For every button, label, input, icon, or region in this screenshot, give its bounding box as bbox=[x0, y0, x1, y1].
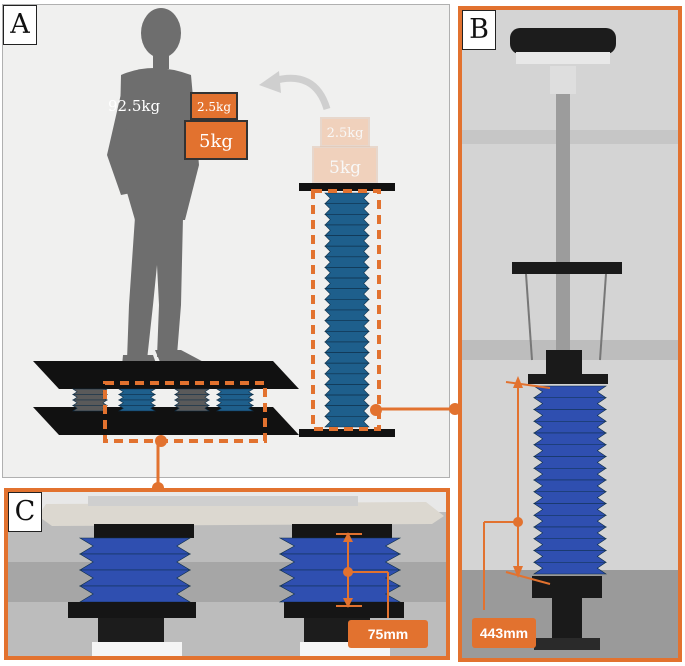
column-bellows-pleat bbox=[324, 224, 370, 236]
module-height-label: 75mm bbox=[348, 620, 428, 648]
column-bellows-pleat bbox=[324, 352, 370, 364]
rig-bellows-pleat bbox=[533, 491, 607, 504]
rig-bellows-pleat bbox=[533, 432, 607, 446]
left-module-pleat bbox=[78, 569, 192, 587]
column-bellows-pleat bbox=[324, 288, 370, 300]
column-bellows-pleat bbox=[324, 394, 370, 407]
blue-bellows-pleat bbox=[117, 388, 157, 395]
column-bellows-pleat bbox=[324, 362, 370, 375]
right-module-pleat bbox=[278, 553, 402, 571]
blue-bellows-pleat bbox=[117, 399, 157, 406]
gray-bellows-pleat bbox=[72, 399, 108, 406]
blue-bellows-pleat bbox=[215, 399, 255, 406]
blue-bellows-pleat bbox=[117, 405, 157, 412]
held-weight-large: 5kg bbox=[184, 120, 248, 160]
svg-text:5kg: 5kg bbox=[329, 158, 361, 178]
left-module-pleat bbox=[78, 585, 192, 603]
panel-c-letter: C bbox=[8, 492, 42, 532]
column-bellows-pleat bbox=[324, 203, 370, 215]
rig-bellows-pleat bbox=[533, 479, 607, 493]
svg-text:5kg: 5kg bbox=[199, 131, 233, 152]
blue-bellows-pleat bbox=[215, 394, 255, 401]
rig-bellows-pleat bbox=[533, 514, 607, 528]
gray-bellows-pleat bbox=[174, 405, 210, 412]
curved-arrow bbox=[272, 74, 331, 111]
faded-weight-large: 5kg bbox=[312, 146, 378, 184]
rig-bellows-pleat bbox=[533, 467, 607, 481]
column-bellows-pleat bbox=[324, 330, 370, 343]
test-rig-photo bbox=[462, 10, 678, 658]
held-weight-small: 2.5kg bbox=[190, 92, 238, 120]
svg-text:2.5kg: 2.5kg bbox=[197, 100, 231, 114]
panel-a-letter: A bbox=[3, 5, 37, 45]
rig-bellows-pleat bbox=[533, 561, 607, 575]
rig-bellows-pleat bbox=[533, 420, 607, 434]
column-bellows-pleat bbox=[324, 416, 370, 428]
panel-b: B 443mm bbox=[458, 6, 682, 662]
rig-bellows-pleat bbox=[533, 538, 607, 551]
person-silhouette bbox=[107, 8, 213, 377]
column-bellows-pleat bbox=[324, 235, 370, 247]
panel-b-letter: B bbox=[462, 10, 496, 50]
column-bellows-pleat bbox=[324, 277, 370, 290]
blue-bellows-pleat bbox=[215, 405, 255, 412]
rig-bellows-pleat bbox=[533, 397, 607, 410]
blue-bellows-pleat bbox=[215, 388, 255, 395]
platform-module bbox=[33, 361, 299, 447]
column-bellows-pleat bbox=[324, 192, 370, 204]
rig-bellows-pleat bbox=[533, 550, 607, 563]
column-bellows-pleat bbox=[324, 341, 370, 353]
column-bellows-pleat bbox=[324, 405, 370, 417]
gray-bellows-pleat bbox=[72, 388, 108, 395]
rig-bellows-pleat bbox=[533, 526, 607, 540]
column-bellows-pleat bbox=[324, 309, 370, 321]
gray-bellows-pleat bbox=[72, 405, 108, 412]
gray-bellows-pleat bbox=[174, 399, 210, 406]
rig-bellows-pleat bbox=[533, 456, 607, 469]
left-module-pleat bbox=[78, 537, 192, 555]
column-bellows-pleat bbox=[324, 299, 370, 311]
connector-a-to-b bbox=[376, 403, 461, 415]
arrow-head-icon bbox=[259, 71, 281, 93]
gray-bellows-pleat bbox=[174, 388, 210, 395]
gray-bellows-pleat bbox=[72, 394, 108, 401]
rig-bellows-pleat bbox=[533, 444, 607, 457]
panel-a-illustration: 92.5kg 2.5kg 5kg 2.5kg 5kg bbox=[33, 8, 395, 447]
column-bellows-pleat bbox=[324, 384, 370, 396]
blue-bellows-pleat bbox=[117, 394, 157, 401]
rig-bellows-pleat bbox=[533, 503, 607, 516]
column-bellows-pleat bbox=[324, 320, 370, 332]
column-bellows-pleat bbox=[324, 256, 370, 268]
panel-a: A 92.5kg 2.5kg 5kg 2.5kg bbox=[2, 4, 450, 478]
right-module-pleat bbox=[278, 585, 402, 603]
module-closeup-photo bbox=[8, 492, 446, 656]
column-bellows-pleat bbox=[324, 213, 370, 226]
right-module-pleat bbox=[278, 537, 402, 555]
column-bellows-pleat bbox=[324, 245, 370, 258]
column-bellows-pleat bbox=[324, 373, 370, 385]
bellows-column bbox=[299, 183, 395, 437]
faded-weight-small: 2.5kg bbox=[320, 117, 370, 147]
column-height-label: 443mm bbox=[472, 618, 536, 648]
column-bellows-pleat bbox=[324, 267, 370, 279]
left-module-pleat bbox=[78, 553, 192, 571]
svg-text:2.5kg: 2.5kg bbox=[327, 126, 364, 141]
rig-bellows-pleat bbox=[533, 409, 607, 422]
panel-c: C 75mm bbox=[4, 488, 450, 660]
gray-bellows-pleat bbox=[174, 394, 210, 401]
person-weight-label: 92.5kg bbox=[108, 97, 160, 115]
